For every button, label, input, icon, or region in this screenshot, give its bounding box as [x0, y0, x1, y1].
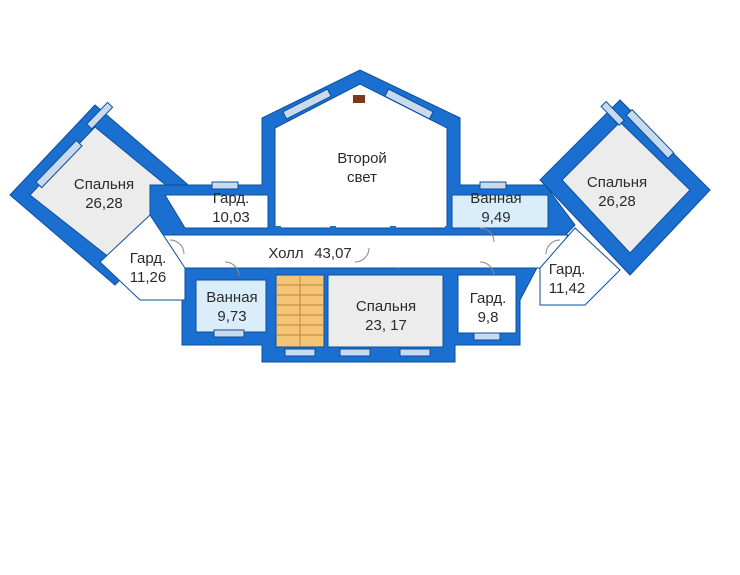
- window-icon: [625, 108, 675, 160]
- window-icon: [399, 348, 431, 357]
- wardrobe-bottom-right-name: Гард.: [470, 290, 507, 307]
- bedroom-center-area: 23, 17: [365, 317, 407, 334]
- bedroom-left-area: 26,28: [85, 195, 123, 212]
- wardrobe-bottom-right-area: 9,8: [478, 309, 499, 326]
- window-icon: [600, 100, 625, 126]
- bath-bottom-left-name: Ванная: [206, 289, 257, 306]
- wardrobe-top-left-floor: [164, 194, 269, 229]
- window-icon: [35, 139, 83, 189]
- wardrobe-right-floor: [539, 227, 621, 306]
- wardrobe-top-left-name: Гард.: [213, 190, 250, 207]
- wardrobe-left-floor: [99, 214, 186, 301]
- bath-top-right-name: Ванная: [470, 190, 521, 207]
- bedroom-right-name: Спальня: [587, 174, 647, 191]
- hall-floor: [159, 234, 569, 269]
- window-icon: [473, 332, 501, 341]
- window-icon: [339, 348, 371, 357]
- window-icon: [282, 88, 332, 120]
- bath-bottom-left-floor: [195, 279, 267, 333]
- second-light-area: [274, 83, 448, 229]
- wardrobe-left-name: Гард.: [130, 250, 167, 267]
- wardrobe-bottom-right-floor: [457, 274, 517, 334]
- room-labels: Спальня 26,28 Второй свет Спальня 26,28 …: [74, 150, 647, 334]
- window-icon: [211, 181, 239, 190]
- hall-name: Холл: [268, 245, 303, 262]
- stair-steps: [276, 275, 324, 347]
- second-light-label: Второй: [337, 150, 387, 167]
- window-icon: [85, 101, 114, 130]
- window-icon: [479, 181, 507, 190]
- wardrobe-right-name: Гард.: [549, 261, 586, 278]
- hall-area: 43,07: [314, 245, 352, 262]
- window-icon: [213, 329, 245, 338]
- second-light-label-2: свет: [347, 169, 377, 186]
- window-icon: [384, 88, 434, 120]
- column-icon: [270, 226, 451, 274]
- bath-bottom-left-area: 9,73: [217, 308, 246, 325]
- bedroom-right-area: 26,28: [598, 193, 636, 210]
- wardrobe-right-area: 11,42: [549, 280, 585, 297]
- bedroom-left-name: Спальня: [74, 176, 134, 193]
- right-bedroom-floor: [561, 121, 691, 254]
- door-icon: [169, 227, 561, 277]
- bedroom-center-floor: [327, 274, 444, 348]
- bath-top-right-floor: [451, 194, 549, 229]
- wardrobe-left-area: 11,26: [130, 269, 166, 286]
- ridge-vent-icon: [353, 95, 365, 103]
- right-wing: [539, 99, 711, 276]
- wardrobe-top-left-area: 10,03: [212, 209, 250, 226]
- central-body: [99, 69, 621, 363]
- window-icon: [284, 348, 316, 357]
- bedroom-center-name: Спальня: [356, 298, 416, 315]
- bath-top-right-area: 9,49: [481, 209, 510, 226]
